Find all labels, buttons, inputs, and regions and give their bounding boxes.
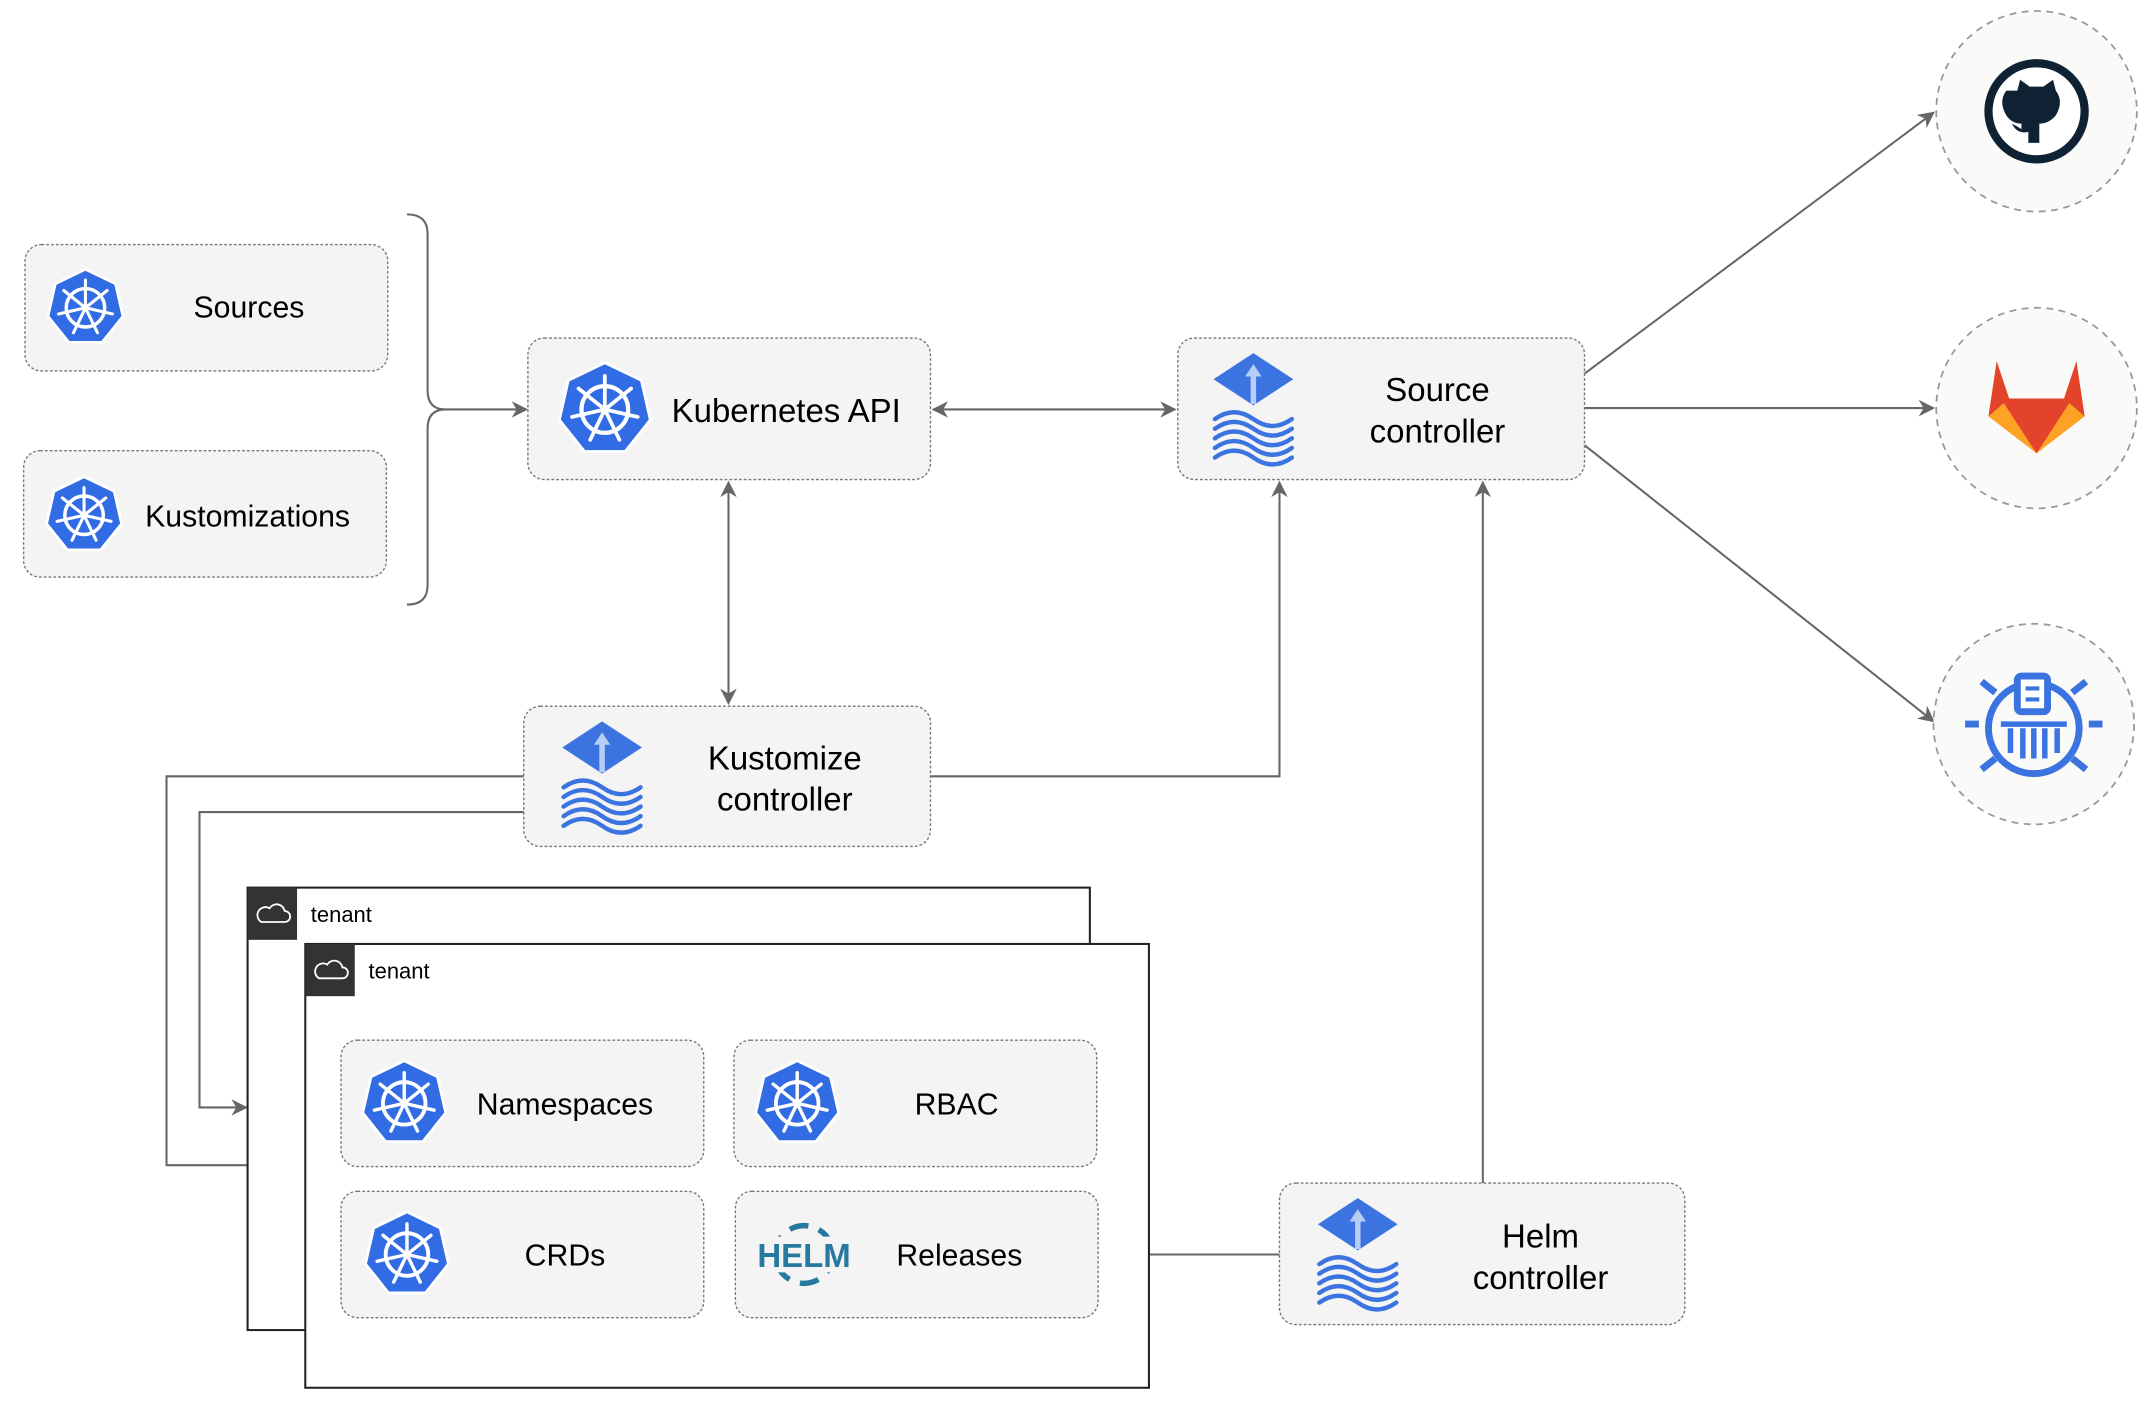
node-kustomizations[interactable]: Kustomizations (22, 449, 388, 578)
edge-kustomize-to-source (930, 480, 1288, 778)
github-icon (1984, 59, 2089, 164)
node-sources[interactable]: Sources (24, 243, 389, 372)
external-github[interactable] (1935, 10, 2138, 213)
kubernetes-icon (45, 475, 123, 552)
external-bucket[interactable] (1932, 622, 2136, 826)
node-releases[interactable]: HELM Releases (734, 1190, 1099, 1319)
flux-icon (1317, 1198, 1399, 1312)
kubernetes-icon (754, 1059, 841, 1144)
edge-source-to-bucket (1583, 444, 1935, 723)
node-source-controller[interactable]: Source controller (1177, 337, 1586, 481)
kustomize-controller-label-line2: controller (717, 781, 853, 818)
edge-kustomize-to-tenant-front (165, 775, 524, 1174)
helm-icon: HELM (757, 1222, 851, 1287)
edge-source-to-github (1583, 111, 1935, 375)
edge-kustomize-to-tenant-back (198, 811, 524, 1116)
node-rbac[interactable]: RBAC (733, 1039, 1098, 1168)
sources-label: Sources (194, 291, 305, 324)
helm-controller-label-line1: Helm (1502, 1218, 1579, 1255)
kubernetes-icon (46, 267, 125, 344)
harbor-bucket-icon (1965, 672, 2103, 778)
helm-controller-label-line2: controller (1473, 1259, 1609, 1296)
crds-label: CRDs (525, 1239, 606, 1272)
kubernetes-icon (557, 361, 652, 453)
kubernetes-icon (364, 1210, 450, 1295)
namespaces-label: Namespaces (477, 1088, 653, 1121)
node-namespaces[interactable]: Namespaces (340, 1039, 705, 1168)
svg-text:HELM: HELM (757, 1237, 850, 1274)
cloud-icon (256, 903, 291, 923)
gitlab-icon (1988, 361, 2085, 454)
sources-brace (406, 213, 446, 606)
node-helm-controller[interactable]: Helm controller (1278, 1182, 1686, 1326)
flux-icon (561, 721, 643, 835)
releases-label: Releases (896, 1239, 1022, 1272)
kubernetes-icon (361, 1059, 448, 1144)
kustomize-controller-label-line1: Kustomize (708, 739, 862, 776)
source-controller-label-line1: Source (1385, 371, 1489, 408)
rbac-label: RBAC (915, 1088, 999, 1121)
cloud-icon (314, 959, 349, 980)
edges (165, 111, 1936, 1263)
node-kubernetes-api[interactable]: Kubernetes API (527, 337, 932, 481)
node-kustomize-controller[interactable]: Kustomize controller (523, 705, 932, 848)
kubernetes-api-label: Kubernetes API (672, 392, 901, 429)
flux-icon (1212, 353, 1295, 467)
source-controller-label-line2: controller (1370, 412, 1506, 449)
external-gitlab[interactable] (1935, 306, 2138, 510)
tenant-label: tenant (311, 902, 372, 927)
node-crds[interactable]: CRDs (340, 1190, 705, 1319)
tenant-label: tenant (369, 958, 430, 983)
kustomizations-label: Kustomizations (145, 500, 350, 533)
